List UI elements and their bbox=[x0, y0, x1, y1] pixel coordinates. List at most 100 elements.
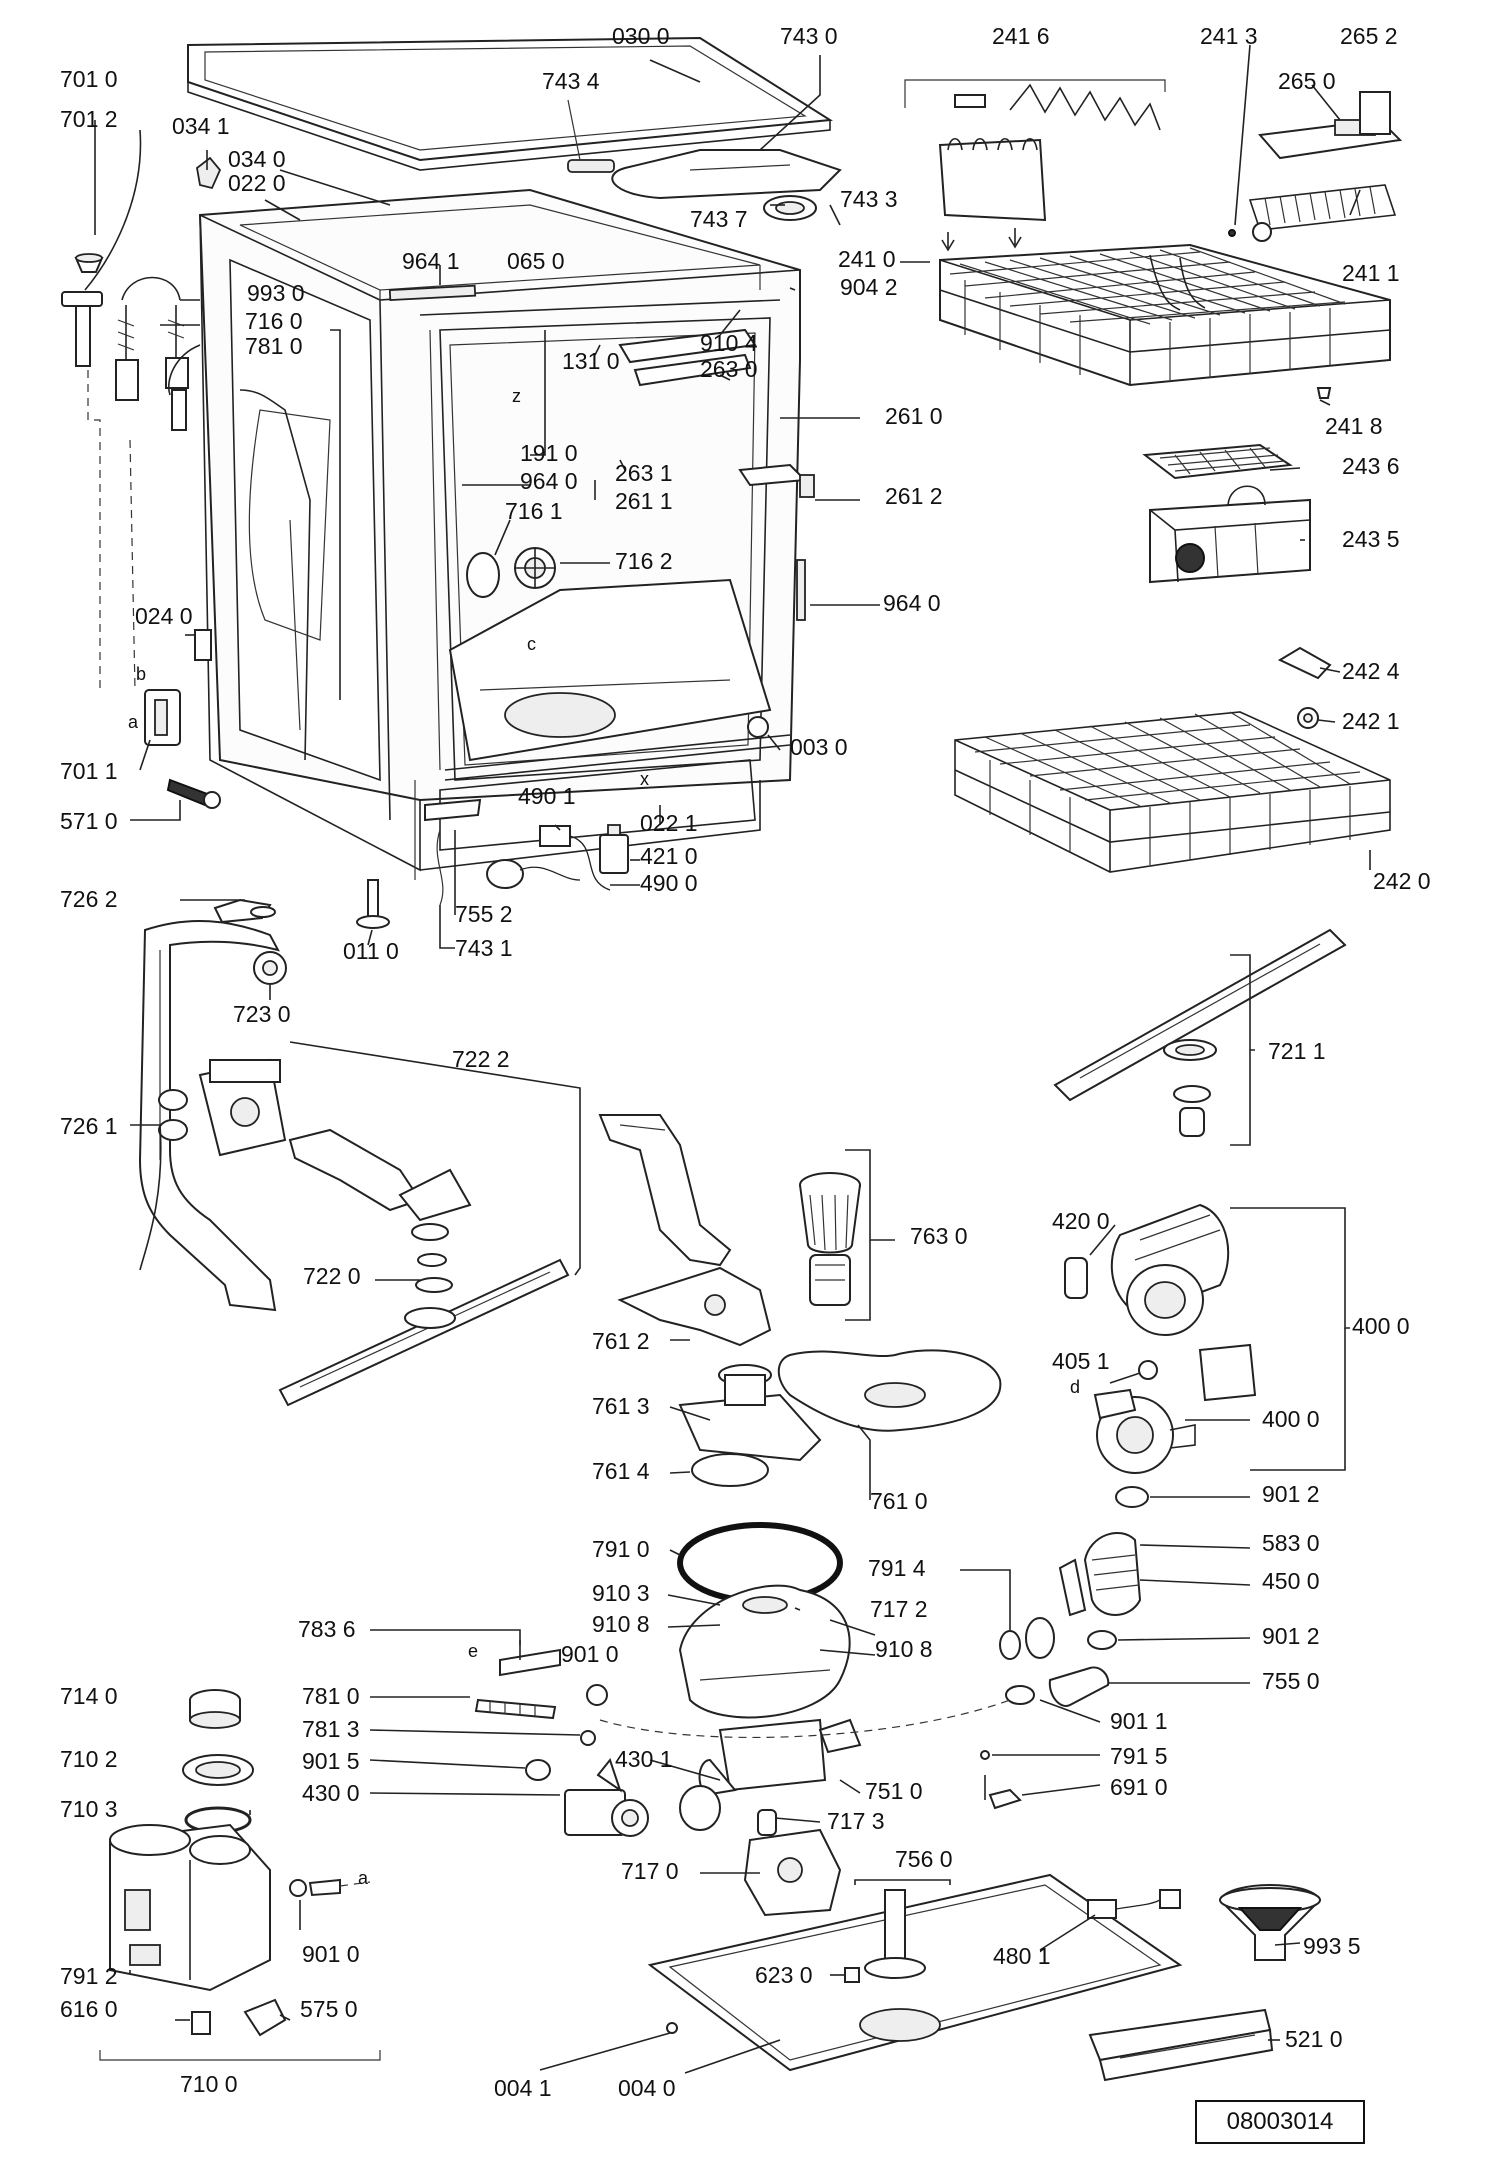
ring-726-2 bbox=[250, 906, 276, 918]
part-number-label: 583 0 bbox=[1262, 1530, 1320, 1556]
part-number-label: 763 0 bbox=[910, 1223, 968, 1249]
part-number-label: 191 0 bbox=[520, 440, 578, 466]
clip-034-1 bbox=[196, 156, 222, 190]
part-number-label: 993 5 bbox=[1303, 1933, 1361, 1959]
part-number-label: 721 1 bbox=[1268, 1038, 1326, 1064]
part-number-label: 011 0 bbox=[343, 938, 399, 964]
clamp-781-3 bbox=[580, 1730, 596, 1746]
part-number-label: 034 0 bbox=[228, 146, 286, 172]
salt-container-710 bbox=[109, 1823, 271, 1992]
part-number-label: 521 0 bbox=[1285, 2026, 1343, 2052]
valve-701-0 bbox=[61, 291, 103, 367]
part-number-label: 701 2 bbox=[60, 106, 118, 132]
part-number-label: 241 1 bbox=[1342, 260, 1400, 286]
spray-knob-716-2 bbox=[514, 547, 556, 589]
part-number-label: 791 2 bbox=[60, 1963, 118, 1989]
part-number-label: 261 2 bbox=[885, 483, 943, 509]
lower-basket bbox=[954, 711, 1391, 873]
part-number-label: 691 0 bbox=[1110, 1774, 1168, 1800]
side-duct bbox=[239, 389, 311, 761]
nut-723-0 bbox=[253, 951, 287, 985]
part-number-label: 003 0 bbox=[790, 734, 848, 760]
part-number-label: 781 0 bbox=[245, 333, 303, 359]
part-number-label: 716 0 bbox=[245, 308, 303, 334]
drying-vent-plate bbox=[611, 149, 842, 221]
part-number-label: 761 3 bbox=[592, 1393, 650, 1419]
seal-964-0 bbox=[796, 559, 806, 621]
ring-901-2a bbox=[1115, 1486, 1149, 1508]
spray-mount-722-2 bbox=[198, 1058, 287, 1157]
part-number-label: 781 0 bbox=[302, 1683, 360, 1709]
part-number-label: 910 4 bbox=[700, 330, 758, 356]
ring-716-1 bbox=[466, 552, 500, 598]
part-number-label: 781 3 bbox=[302, 1716, 360, 1742]
part-number-label: 263 1 bbox=[615, 460, 673, 486]
part-number-label: 717 3 bbox=[827, 1808, 885, 1834]
lower-spray-arm bbox=[278, 1258, 570, 1407]
part-number-label: 751 0 bbox=[865, 1778, 923, 1804]
letter-markers: b a z c x d e a bbox=[128, 386, 1080, 1888]
part-number-label: 791 5 bbox=[1110, 1743, 1168, 1769]
bracket-024 bbox=[194, 629, 212, 661]
part-number-label: 755 0 bbox=[1262, 1668, 1320, 1694]
part-number-label: 722 2 bbox=[452, 1046, 510, 1072]
nut-901-0b bbox=[289, 1878, 371, 1897]
part-number-label: 265 0 bbox=[1278, 68, 1336, 94]
part-number-label: 761 4 bbox=[592, 1458, 650, 1484]
part-number-label: 901 0 bbox=[561, 1641, 619, 1667]
part-number-label: 726 1 bbox=[60, 1113, 118, 1139]
part-number-label: 480 1 bbox=[993, 1943, 1051, 1969]
part-number-label: 131 0 bbox=[562, 348, 620, 374]
part-number-label: 743 3 bbox=[840, 186, 898, 212]
part-number-label: 723 0 bbox=[233, 1001, 291, 1027]
part-number-label: 490 0 bbox=[640, 870, 698, 896]
part-number-label: 964 1 bbox=[402, 248, 460, 274]
hose-781-0 bbox=[474, 1698, 557, 1720]
part-number-label: 430 1 bbox=[615, 1746, 673, 1772]
letter-x: x bbox=[640, 769, 649, 789]
clamp-901-5 bbox=[525, 1759, 551, 1781]
part-number-label: 405 1 bbox=[1052, 1348, 1110, 1374]
heater-element-691 bbox=[980, 1750, 1022, 1810]
drain-003 bbox=[747, 716, 769, 738]
part-number-label: 242 1 bbox=[1342, 708, 1400, 734]
part-761-3 bbox=[678, 1364, 822, 1462]
upper-basket bbox=[939, 243, 1391, 387]
funnel-993-5 bbox=[1218, 1884, 1322, 1961]
valve-717 bbox=[743, 1809, 842, 1917]
part-number-label: 701 0 bbox=[60, 66, 118, 92]
cap-714 bbox=[189, 1689, 241, 1729]
foot-011 bbox=[356, 879, 390, 929]
part-number-label: 241 0 bbox=[838, 246, 896, 272]
part-number-label: 904 2 bbox=[840, 274, 898, 300]
part-number-label: 756 0 bbox=[895, 1846, 953, 1872]
panel-521 bbox=[1088, 2008, 1274, 2082]
part-number-label: 761 2 bbox=[592, 1328, 650, 1354]
part-number-label: 024 0 bbox=[135, 603, 193, 629]
part-number-label: 993 0 bbox=[247, 280, 305, 306]
cable-480-1 bbox=[1087, 1889, 1181, 1919]
letter-a2: a bbox=[358, 1868, 369, 1888]
part-number-label: 726 2 bbox=[60, 886, 118, 912]
part-number-label: 421 0 bbox=[640, 843, 698, 869]
part-number-label: 261 0 bbox=[885, 403, 943, 429]
part-number-label: 743 7 bbox=[690, 206, 748, 232]
part-number-label: 901 2 bbox=[1262, 1481, 1320, 1507]
ring-791-4 bbox=[999, 1617, 1055, 1660]
part-number-label: 242 0 bbox=[1373, 868, 1431, 894]
letter-d: d bbox=[1070, 1377, 1080, 1397]
rail-261 bbox=[738, 463, 815, 498]
part-number-label: 716 1 bbox=[505, 498, 563, 524]
heater-450 bbox=[1058, 1531, 1142, 1617]
part-number-label: 450 0 bbox=[1262, 1568, 1320, 1594]
hose-993 bbox=[115, 276, 189, 431]
part-number-label: 901 0 bbox=[302, 1941, 360, 1967]
screw-004-1 bbox=[666, 2022, 678, 2034]
part-number-label: 575 0 bbox=[300, 1996, 358, 2022]
valve-571 bbox=[166, 778, 221, 809]
part-number-label: 242 4 bbox=[1342, 658, 1400, 684]
part-number-label: 571 0 bbox=[60, 808, 118, 834]
foot-701-2 bbox=[74, 253, 104, 273]
